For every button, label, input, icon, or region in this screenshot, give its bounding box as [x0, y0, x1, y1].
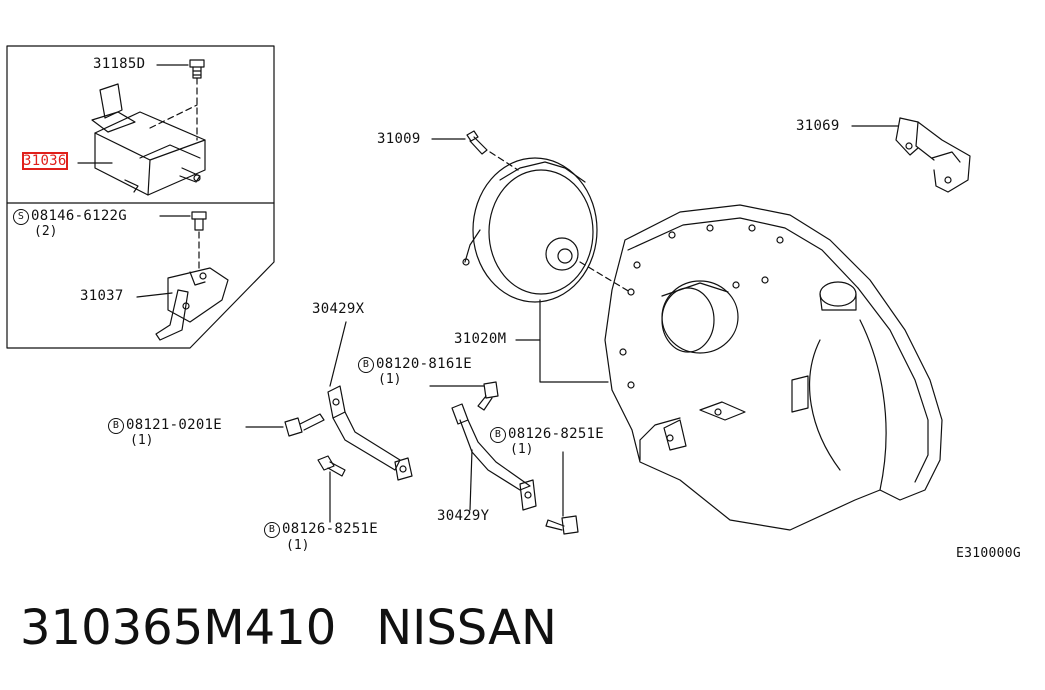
bracket-30429y-drawing: [429, 381, 579, 535]
part-label-30429x[interactable]: 30429X: [312, 301, 365, 317]
quantity-08126-right: (1): [510, 442, 534, 457]
transmission-case-drawing: [604, 204, 943, 531]
part-label-31009[interactable]: 31009: [377, 131, 421, 147]
part-label-30429y[interactable]: 30429Y: [437, 508, 490, 524]
screw-symbol-icon: S: [13, 209, 29, 225]
quantity-08126-left: (1): [286, 538, 310, 553]
bracket-31069-drawing: [851, 117, 971, 193]
part-number-text: 08146-6122G: [31, 208, 128, 224]
inset-panel: [6, 45, 275, 349]
part-number-text: 08126-8251E: [282, 521, 379, 537]
bolt-symbol-icon: B: [108, 418, 124, 434]
quantity-08120: (1): [378, 372, 402, 387]
bolt-symbol-icon: B: [490, 427, 506, 443]
part-number-text: 08120-8161E: [376, 356, 473, 372]
brand-title: NISSAN: [376, 600, 557, 656]
footer-title: 310365M410 NISSAN: [20, 600, 597, 656]
control-unit-drawing: [77, 59, 206, 196]
bolt-symbol-icon: B: [358, 357, 374, 373]
part-number-title: 310365M410: [20, 600, 337, 656]
part-label-31020m[interactable]: 31020M: [454, 331, 507, 347]
part-label-31037[interactable]: 31037: [80, 288, 124, 304]
torque-converter-drawing: [431, 130, 631, 383]
part-label-31069[interactable]: 31069: [796, 118, 840, 134]
part-number-text: 08121-0201E: [126, 417, 223, 433]
quantity-08146: (2): [34, 224, 58, 239]
part-label-31185d[interactable]: 31185D: [93, 56, 146, 72]
bracket-30429x-drawing: [245, 321, 413, 523]
part-number-text: 08126-8251E: [508, 426, 605, 442]
bracket-31037-drawing: [136, 211, 229, 341]
figure-code: E310000G: [956, 546, 1022, 561]
bolt-symbol-icon: B: [264, 522, 280, 538]
part-label-31036[interactable]: 31036: [22, 152, 68, 170]
quantity-08121: (1): [130, 433, 154, 448]
